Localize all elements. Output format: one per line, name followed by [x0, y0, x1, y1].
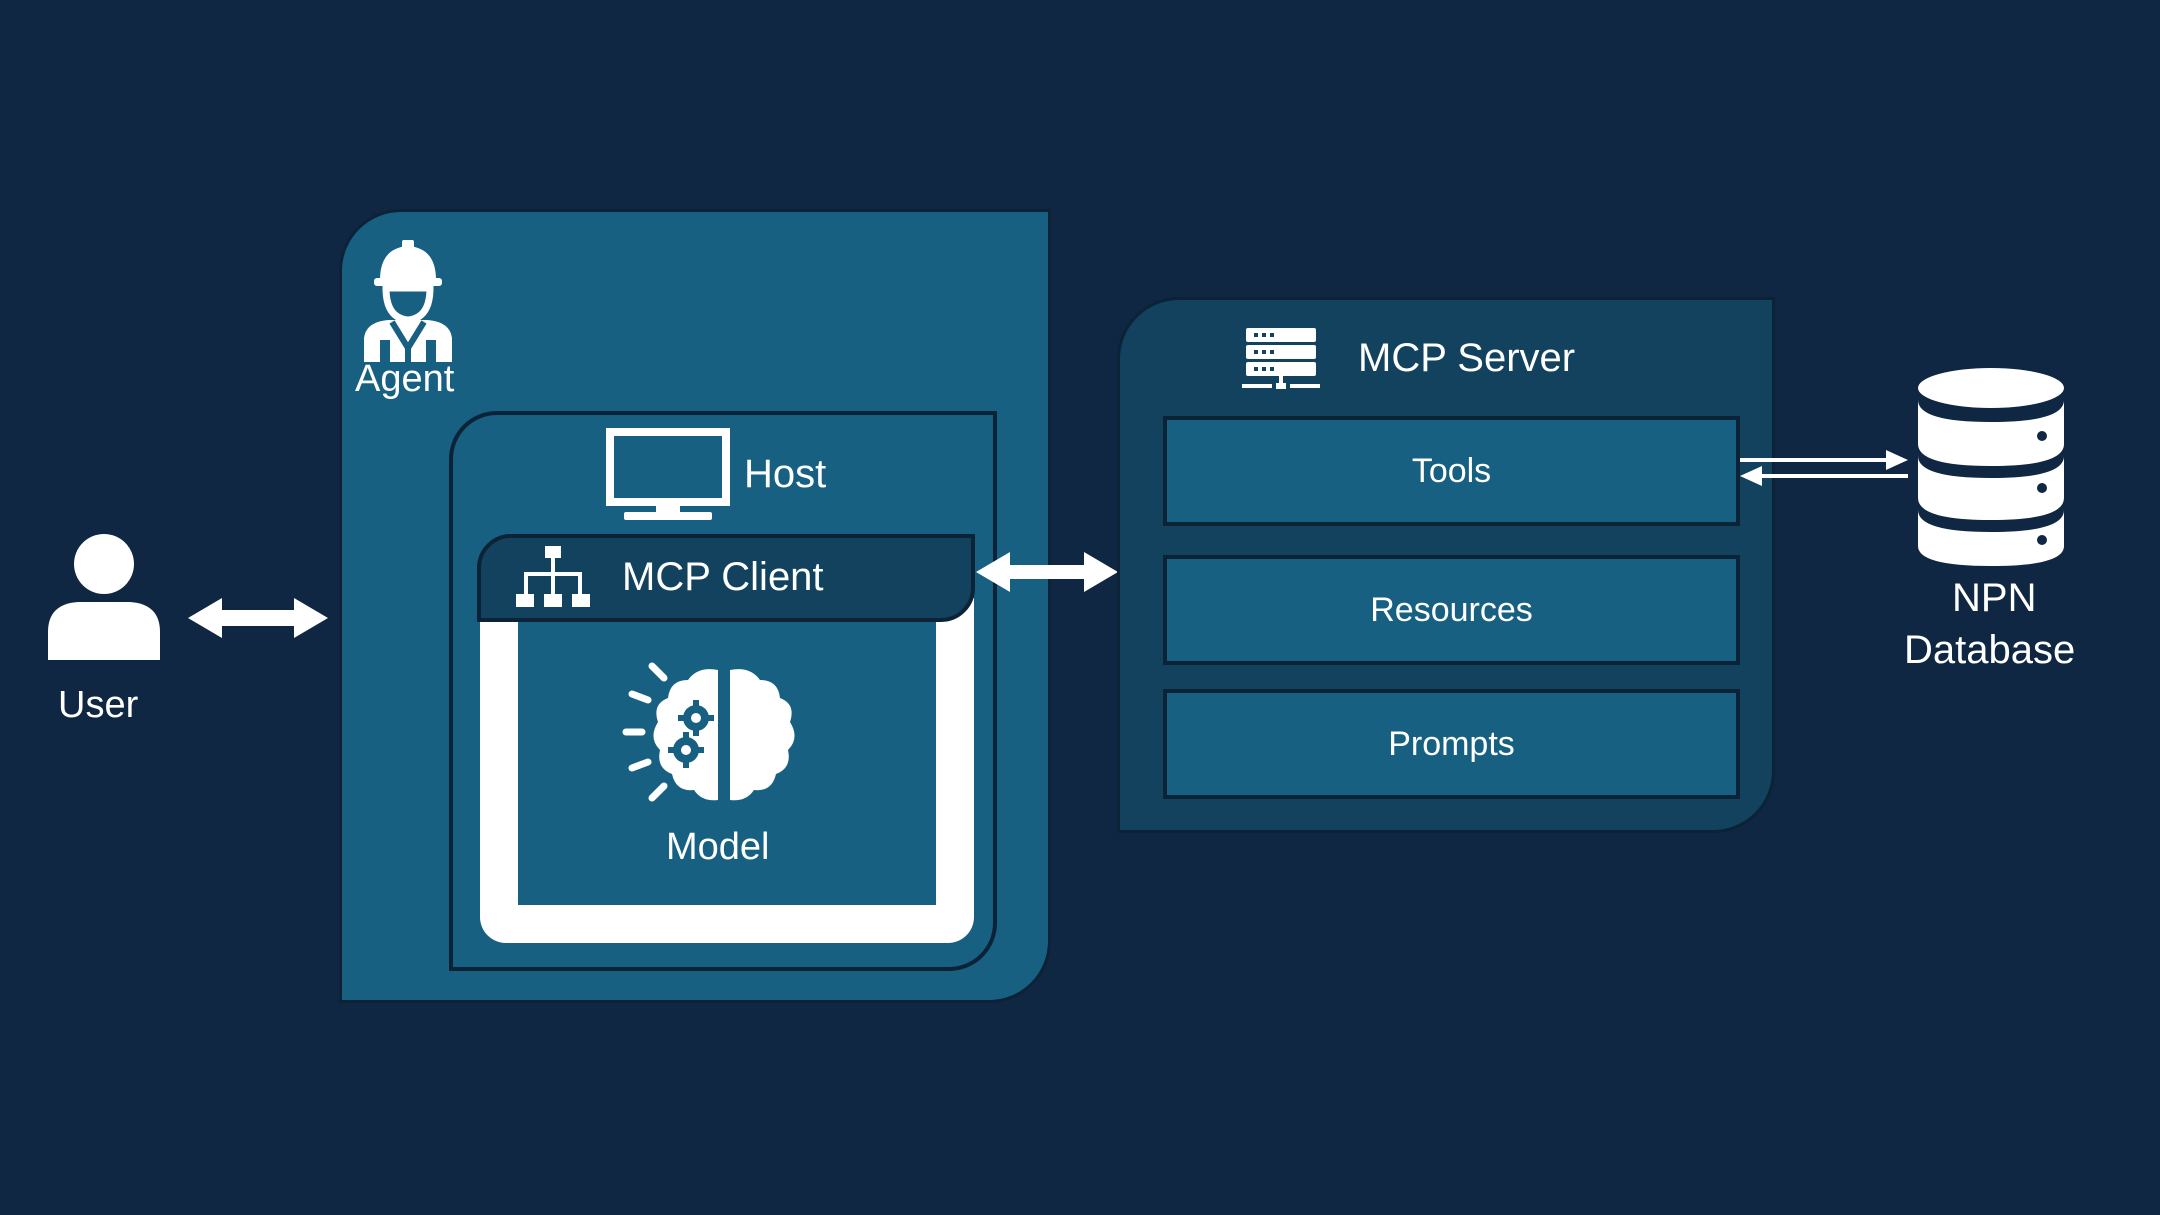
network-hierarchy-icon: [516, 546, 590, 607]
mcp-server-label: MCP Server: [1358, 336, 1576, 380]
prompts-label: Prompts: [1388, 724, 1515, 763]
database-label-line1: NPN: [1952, 576, 2037, 620]
host-label: Host: [744, 452, 827, 496]
server-rack-icon: [1242, 328, 1320, 389]
tools-box: Tools: [1163, 416, 1740, 526]
monitor-icon: [606, 428, 730, 520]
tools-label: Tools: [1411, 451, 1492, 490]
mcp-client-label: MCP Client: [622, 555, 824, 599]
database-label-line2: Database: [1904, 628, 2076, 672]
exchange-arrows-icon: [1740, 450, 1908, 486]
user-label: User: [58, 684, 139, 726]
prompts-box: Prompts: [1163, 689, 1740, 799]
resources-box: Resources: [1163, 555, 1740, 665]
database-icon: [1918, 368, 2064, 566]
person-icon: [48, 534, 160, 660]
brain-gears-icon: [622, 662, 795, 802]
bidirectional-arrow-icon: [188, 598, 328, 638]
bidirectional-arrow-icon: [976, 552, 1118, 592]
model-label: Model: [666, 826, 770, 868]
resources-label: Resources: [1370, 590, 1533, 629]
agent-label: Agent: [355, 358, 455, 400]
worker-hardhat-icon: [364, 240, 452, 362]
